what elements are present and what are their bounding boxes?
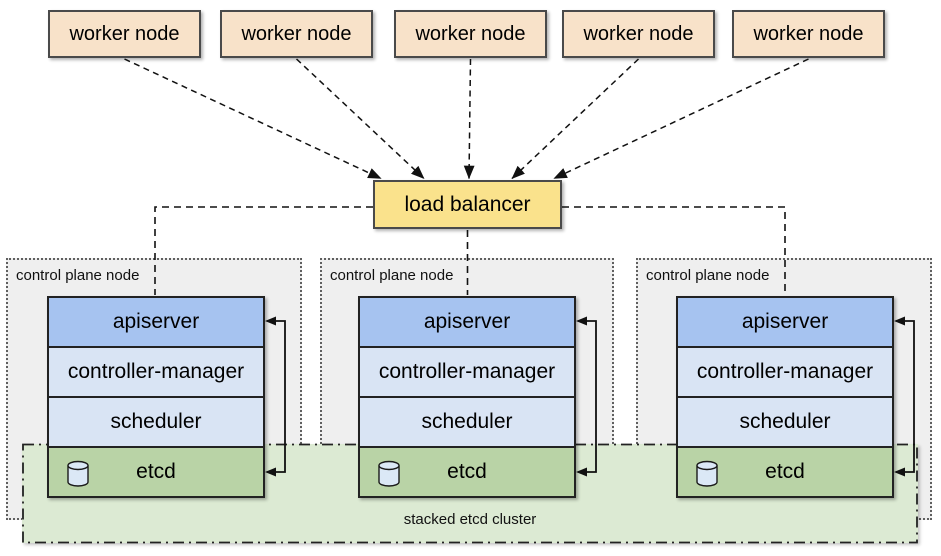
- worker-node-5: worker node: [732, 10, 885, 58]
- worker-node-4-label: worker node: [583, 22, 694, 45]
- apiserver-label: apiserver: [741, 310, 829, 333]
- apiserver-label: apiserver: [112, 310, 200, 333]
- apiserver-box-1: apiserver: [47, 296, 265, 348]
- worker-3-to-lb-arrow: [463, 58, 475, 180]
- database-cylinder-icon: [67, 460, 89, 487]
- apiserver-label: apiserver: [423, 310, 511, 333]
- controller-manager-box-3: controller-manager: [676, 346, 894, 398]
- apiserver-box-2: apiserver: [358, 296, 576, 348]
- scheduler-label: scheduler: [110, 410, 202, 433]
- worker-1-to-lb-arrow: [124, 58, 382, 180]
- etcd-label: etcd: [136, 460, 176, 483]
- controller-manager-box-2: controller-manager: [358, 346, 576, 398]
- worker-node-3-label: worker node: [415, 22, 526, 45]
- load-balancer: load balancer: [373, 180, 562, 229]
- etcd-box-1: etcd: [47, 446, 265, 498]
- controller-manager-label: controller-manager: [696, 360, 874, 383]
- load-balancer-label: load balancer: [404, 192, 531, 216]
- database-cylinder-icon: [378, 460, 400, 487]
- scheduler-box-2: scheduler: [358, 396, 576, 448]
- worker-node-1-label: worker node: [69, 22, 180, 45]
- apiserver-box-3: apiserver: [676, 296, 894, 348]
- scheduler-label: scheduler: [421, 410, 513, 433]
- control-plane-node-2-label: control plane node: [330, 267, 454, 284]
- worker-node-2: worker node: [220, 10, 373, 58]
- etcd-label: etcd: [447, 460, 487, 483]
- etcd-label: etcd: [765, 460, 805, 483]
- worker-node-1: worker node: [48, 10, 201, 58]
- worker-4-to-lb-arrow: [511, 58, 640, 180]
- etcd-box-3: etcd: [676, 446, 894, 498]
- scheduler-label: scheduler: [739, 410, 831, 433]
- worker-2-to-lb-arrow: [295, 58, 425, 180]
- control-plane-stack-3: apiserver controller-manager scheduler e…: [676, 296, 894, 498]
- control-plane-node-1-label: control plane node: [16, 267, 140, 284]
- worker-5-to-lb-arrow: [553, 58, 809, 180]
- worker-node-4: worker node: [562, 10, 715, 58]
- control-plane-node-3-label: control plane node: [646, 267, 770, 284]
- worker-node-3: worker node: [394, 10, 547, 58]
- controller-manager-label: controller-manager: [378, 360, 556, 383]
- scheduler-box-3: scheduler: [676, 396, 894, 448]
- worker-node-2-label: worker node: [241, 22, 352, 45]
- database-cylinder-icon: [696, 460, 718, 487]
- scheduler-box-1: scheduler: [47, 396, 265, 448]
- worker-node-5-label: worker node: [753, 22, 864, 45]
- stacked-etcd-cluster-label: stacked etcd cluster: [403, 511, 537, 528]
- control-plane-stack-2: apiserver controller-manager scheduler e…: [358, 296, 576, 498]
- controller-manager-box-1: controller-manager: [47, 346, 265, 398]
- controller-manager-label: controller-manager: [67, 360, 245, 383]
- etcd-box-2: etcd: [358, 446, 576, 498]
- control-plane-stack-1: apiserver controller-manager scheduler e…: [47, 296, 265, 498]
